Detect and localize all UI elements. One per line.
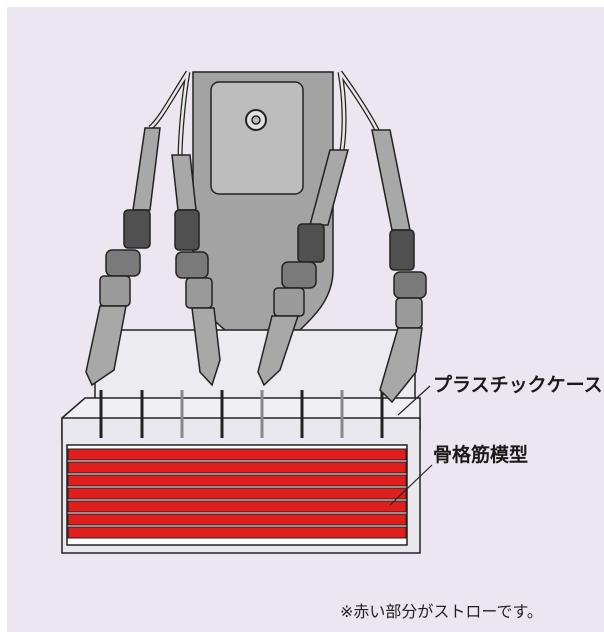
- skeletal-muscle-model-label: 骨格筋模型: [433, 444, 529, 466]
- device-display-panel: [210, 81, 304, 195]
- leader-line-muscle-model: [389, 464, 433, 506]
- straw-note: ※赤い部分がストローです。: [340, 602, 543, 621]
- straw: [67, 461, 407, 474]
- straw: [67, 513, 407, 526]
- straw: [67, 526, 407, 539]
- straw: [67, 474, 407, 487]
- skeletal-muscle-model: [66, 444, 408, 546]
- straw: [67, 487, 407, 500]
- electrode-clip-4: [371, 129, 427, 404]
- leader-line-plastic-case: [397, 385, 431, 416]
- electrode-clip-2: [171, 154, 221, 387]
- electrode-clip-3: [257, 149, 349, 387]
- straw: [67, 448, 407, 461]
- electrode-clip-1: [85, 127, 161, 387]
- plastic-case-label: プラスチックケース: [433, 374, 603, 396]
- case-pins: [99, 390, 384, 438]
- straw: [67, 500, 407, 513]
